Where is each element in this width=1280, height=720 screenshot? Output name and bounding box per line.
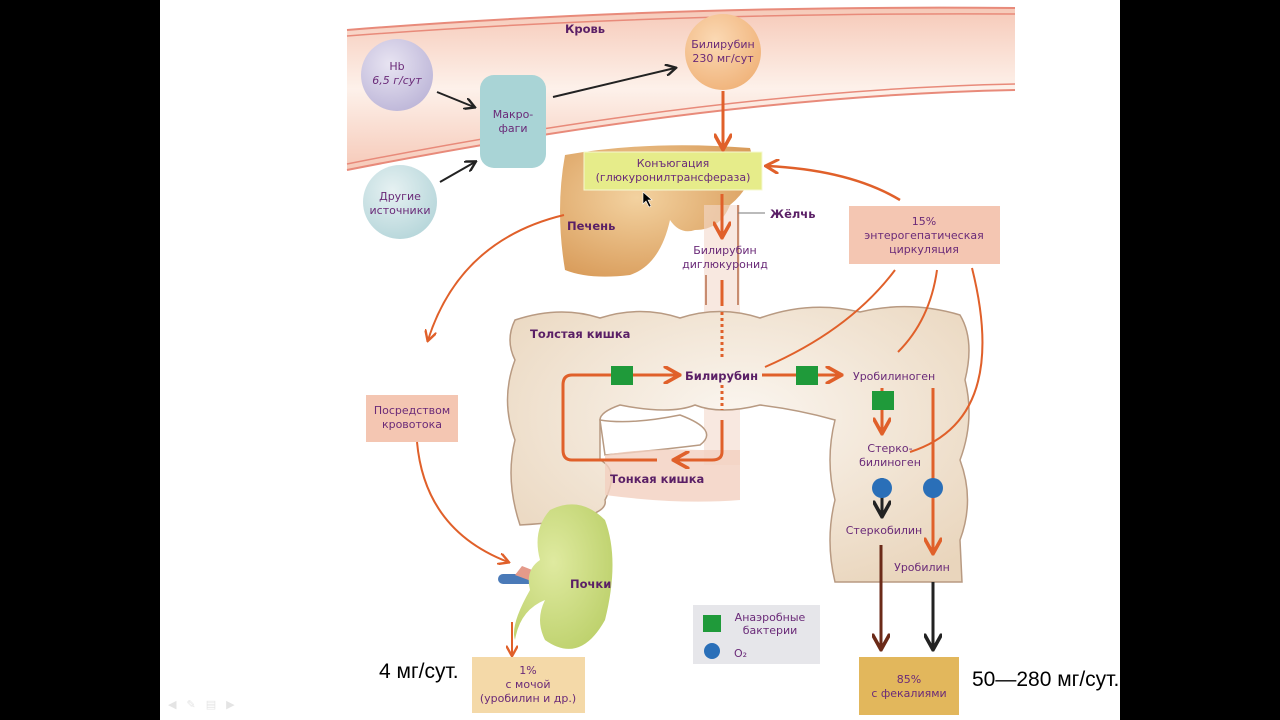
svg-text:фаги: фаги: [498, 122, 527, 135]
stercobilinogen-line2: билиноген: [859, 456, 921, 469]
svg-text:6,5 г/сут: 6,5 г/сут: [372, 74, 422, 87]
svg-text:с мочой: с мочой: [506, 678, 551, 691]
bile-label: Жёлчь: [770, 207, 815, 221]
urine-amount-annotation: 4 мг/сут.: [379, 660, 459, 683]
bilirubin-intestine-label: Билирубин: [685, 369, 758, 383]
legend-anaerobic-line1: Анаэробные: [735, 611, 806, 624]
kidney: [498, 504, 613, 649]
bilirubin-blood-node: Билирубин 230 мг/сут: [685, 14, 761, 90]
pen-icon[interactable]: ✎: [186, 698, 196, 711]
o2-marker: [923, 478, 943, 498]
menu-icon[interactable]: ▤: [205, 698, 217, 711]
arrow-loop-to-bilirubin: [561, 375, 678, 462]
svg-text:кровотока: кровотока: [382, 418, 442, 431]
svg-text:Макро-: Макро-: [493, 108, 534, 121]
other-sources-node: Другие источники: [363, 165, 437, 239]
svg-text:(глюкуронилтрансфераза): (глюкуронилтрансфераза): [596, 171, 751, 184]
anaerobic-bacteria-marker: [872, 391, 894, 410]
bilirubin-metabolism-diagram: Кровь Hb 6,5 г/сут Другие источники Макр…: [346, 6, 1016, 715]
svg-text:источники: источники: [370, 204, 431, 217]
svg-text:Другие: Другие: [379, 190, 421, 203]
arrow-hb-to-macrophages: [436, 91, 474, 107]
stercobilinogen-line1: Стерко-: [867, 442, 912, 455]
svg-text:Конъюгация: Конъюгация: [637, 157, 710, 170]
small-intestine: [605, 449, 740, 502]
svg-text:85%: 85%: [897, 673, 921, 686]
stercobilin-label: Стеркобилин: [846, 524, 923, 537]
next-icon[interactable]: ▶: [226, 698, 235, 711]
urine-box: 1% с мочой (уробилин и др.): [472, 657, 585, 713]
anaerobic-bacteria-marker: [611, 366, 633, 385]
legend-anaerobic-line2: бактерии: [743, 624, 798, 637]
slide: Кровь Hb 6,5 г/сут Другие источники Макр…: [160, 0, 1120, 720]
o2-marker: [872, 478, 892, 498]
svg-text:с фекалиями: с фекалиями: [871, 687, 946, 700]
mouse-cursor: [642, 191, 653, 208]
bilirubin-diglucuronide-line1: Билирубин: [693, 244, 757, 257]
svg-text:циркуляция: циркуляция: [889, 243, 959, 256]
legend: Анаэробные бактерии O₂: [693, 605, 820, 664]
svg-text:Hb: Hb: [389, 60, 404, 73]
slideshow-nav: ◀ ✎ ▤ ▶: [168, 698, 235, 711]
liver-label: Печень: [567, 219, 615, 233]
legend-o2-label: O₂: [734, 647, 747, 660]
arrow-enterohepatic-to-conjugation: [767, 166, 901, 202]
prev-icon[interactable]: ◀: [168, 698, 177, 711]
svg-text:(уробилин и др.): (уробилин и др.): [480, 692, 576, 705]
arrow-bloodstream-to-kidney: [416, 441, 508, 562]
hb-node: Hb 6,5 г/сут: [361, 39, 433, 111]
bilirubin-diglucuronide-line2: диглюкуронид: [682, 258, 768, 271]
blood-label: Кровь: [565, 22, 605, 36]
anaerobic-bacteria-marker: [796, 366, 818, 385]
svg-text:15%: 15%: [912, 215, 936, 228]
bloodstream-box: Посредством кровотока: [366, 395, 458, 442]
urobilin-label: Уробилин: [894, 561, 950, 574]
svg-text:230 мг/сут: 230 мг/сут: [692, 52, 754, 65]
arrow-bile-to-small-intestine: [675, 420, 724, 460]
macrophages-node: Макро- фаги: [480, 75, 546, 168]
arrow-liver-to-bloodstream: [428, 214, 565, 340]
conjugation-box: Конъюгация (глюкуронилтрансфераза): [583, 151, 763, 191]
legend-o2-swatch: [704, 643, 720, 659]
enterohepatic-box: 15% энтерогепатическая циркуляция: [849, 206, 1000, 264]
legend-bacteria-swatch: [703, 615, 721, 632]
svg-text:энтерогепатическая: энтерогепатическая: [864, 229, 983, 242]
kidneys-label: Почки: [570, 577, 611, 591]
feces-box: 85% с фекалиями: [859, 657, 959, 715]
urobilinogen-label: Уробилиноген: [853, 370, 935, 383]
enterohepatic-curve-2: [897, 269, 938, 353]
feces-amount-annotation: 50—280 мг/сут.: [972, 668, 1120, 691]
arrow-macrophages-to-bilirubin: [552, 68, 675, 98]
svg-text:Билирубин: Билирубин: [691, 38, 755, 51]
enterohepatic-curve-1: [764, 269, 896, 368]
svg-text:1%: 1%: [519, 664, 536, 677]
large-intestine-label: Толстая кишка: [530, 327, 630, 341]
small-intestine-label: Тонкая кишка: [610, 472, 704, 486]
svg-text:Посредством: Посредством: [374, 404, 450, 417]
arrow-other-to-macrophages: [439, 162, 475, 183]
